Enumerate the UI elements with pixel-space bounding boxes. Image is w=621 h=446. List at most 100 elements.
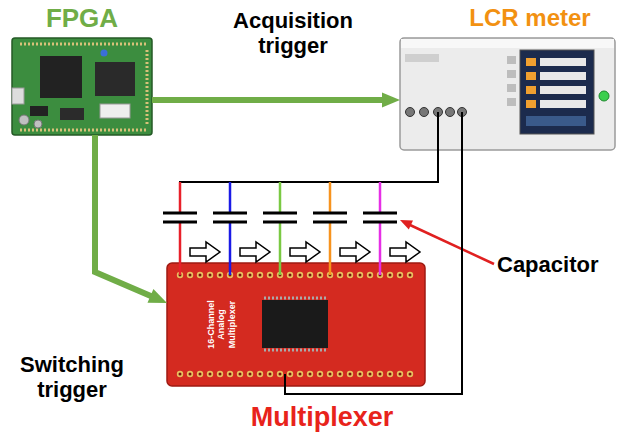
pin-hole xyxy=(339,274,342,277)
capacitor-wiring xyxy=(163,112,494,275)
pin-hole xyxy=(327,371,333,377)
pin-hole xyxy=(307,371,313,377)
pin-hole xyxy=(309,373,312,376)
pin-hole xyxy=(337,272,343,278)
pin-hole xyxy=(319,373,322,376)
pin-hole xyxy=(179,373,182,376)
pin-hole xyxy=(239,373,242,376)
pin-hole xyxy=(329,373,332,376)
pin-hole xyxy=(349,373,352,376)
pin-hole xyxy=(237,272,243,278)
connector xyxy=(152,93,400,108)
pin-hole xyxy=(367,272,373,278)
pin-hole xyxy=(369,274,372,277)
pin-hole xyxy=(287,272,293,278)
pin-hole xyxy=(257,371,263,377)
pin-hole xyxy=(299,373,302,376)
node-title: FPGA xyxy=(46,4,118,33)
connector xyxy=(95,135,167,303)
node-title: LCR meter xyxy=(469,5,590,31)
pin-hole xyxy=(399,373,402,376)
pin-hole xyxy=(219,373,222,376)
pin-hole xyxy=(399,274,402,277)
pin-hole xyxy=(187,371,193,377)
pin-hole xyxy=(217,371,223,377)
pin-hole xyxy=(377,371,383,377)
pin-hole xyxy=(407,272,413,278)
pin-hole xyxy=(267,371,273,377)
pin-hole xyxy=(209,373,212,376)
pin-hole xyxy=(349,274,352,277)
pin-hole xyxy=(319,274,322,277)
pin-hole xyxy=(307,272,313,278)
pin-hole xyxy=(397,272,403,278)
pin-hole xyxy=(317,272,323,278)
pin-hole xyxy=(187,272,193,278)
lcr-meter-picture xyxy=(400,38,615,150)
edge-label: Switching trigger xyxy=(2,352,142,403)
edge-label: Acquisition trigger xyxy=(198,8,388,59)
pin-hole xyxy=(409,373,412,376)
pin-hole xyxy=(237,371,243,377)
pin-hole xyxy=(229,373,232,376)
pin-hole xyxy=(199,274,202,277)
pin-hole xyxy=(289,274,292,277)
callout-label: Capacitor xyxy=(497,252,598,277)
pin-hole xyxy=(227,371,233,377)
pin-hole xyxy=(219,274,222,277)
arrow-head xyxy=(382,93,400,108)
pin-hole xyxy=(267,272,273,278)
pin-hole xyxy=(317,371,323,377)
pin-hole xyxy=(359,373,362,376)
pin-hole xyxy=(357,272,363,278)
pin-hole xyxy=(407,371,413,377)
pin-hole xyxy=(389,373,392,376)
pin-hole xyxy=(297,272,303,278)
arrow-head xyxy=(148,289,167,303)
pin-hole xyxy=(247,272,253,278)
connector-line xyxy=(152,97,383,103)
pin-hole xyxy=(387,371,393,377)
pin-hole xyxy=(207,371,213,377)
pin-hole xyxy=(289,373,292,376)
pin-hole xyxy=(347,371,353,377)
pin-hole xyxy=(269,274,272,277)
node-title: Multiplexer xyxy=(251,403,394,433)
pin-hole xyxy=(379,373,382,376)
pin-hole xyxy=(189,373,192,376)
connector-line xyxy=(95,135,151,296)
pin-hole xyxy=(369,373,372,376)
pin-hole xyxy=(197,371,203,377)
pin-hole xyxy=(189,274,192,277)
connector xyxy=(285,150,462,394)
multiplexer-board-picture xyxy=(167,263,425,386)
pin-hole xyxy=(359,274,362,277)
pin-hole xyxy=(209,274,212,277)
pin-hole xyxy=(197,272,203,278)
pin-hole xyxy=(387,272,393,278)
pin-hole xyxy=(409,274,412,277)
lcr-meter: LCR meter xyxy=(400,38,615,150)
pin-hole xyxy=(269,373,272,376)
pin-hole xyxy=(337,371,343,377)
pin-hole xyxy=(199,373,202,376)
pin-hole xyxy=(309,274,312,277)
pin-hole xyxy=(389,274,392,277)
pin-hole xyxy=(339,373,342,376)
pin-hole xyxy=(257,272,263,278)
pin-hole xyxy=(177,371,183,377)
multiplexer-board: Multiplexer xyxy=(167,263,425,386)
board-silkscreen: 16-Channel Analog Multiplexer xyxy=(206,285,237,365)
pin-hole xyxy=(247,371,253,377)
fpga-board: FPGA xyxy=(12,38,152,135)
pin-hole xyxy=(297,371,303,377)
pin-hole xyxy=(249,373,252,376)
pin-hole xyxy=(279,373,282,376)
pin-hole xyxy=(367,371,373,377)
pin-hole xyxy=(259,274,262,277)
pin-hole xyxy=(287,371,293,377)
pin-hole xyxy=(207,272,213,278)
pin-hole xyxy=(347,272,353,278)
pin-hole xyxy=(239,274,242,277)
pin-hole xyxy=(397,371,403,377)
